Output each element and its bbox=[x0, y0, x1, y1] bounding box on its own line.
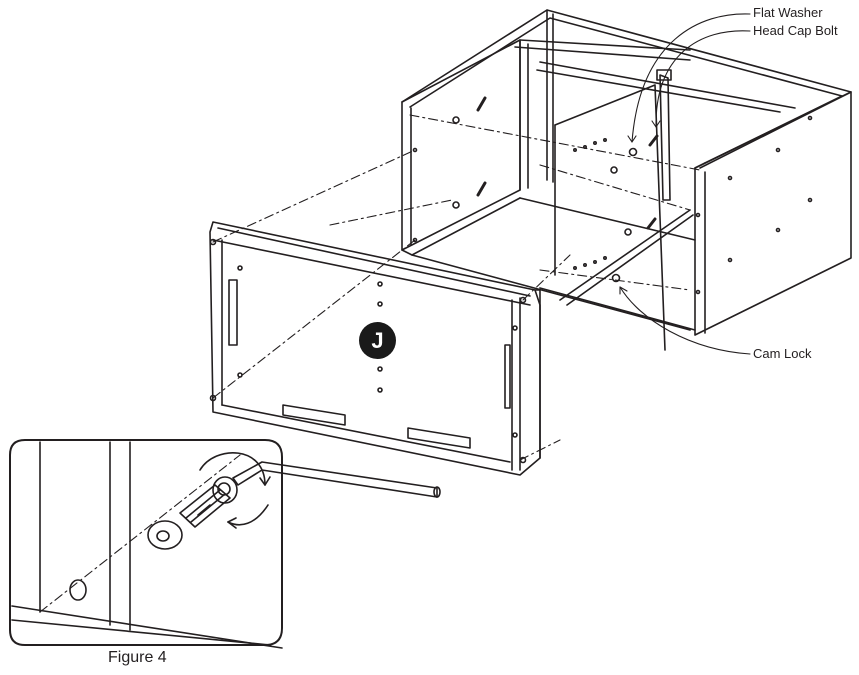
callout-flat-washer: Flat Washer bbox=[753, 5, 823, 20]
leader-flat-washer bbox=[631, 13, 751, 143]
figure-caption: Figure 4 bbox=[108, 649, 167, 666]
callout-cam-lock: Cam Lock bbox=[753, 346, 812, 361]
left-side-panel bbox=[401, 39, 521, 256]
leader-head-cap-bolt bbox=[655, 30, 751, 128]
figure-4-inset bbox=[9, 439, 441, 649]
callout-leaders bbox=[619, 13, 751, 355]
front-panel-j bbox=[209, 221, 541, 476]
callout-head-cap-bolt: Head Cap Bolt bbox=[753, 23, 838, 38]
cabinet-frame bbox=[401, 9, 852, 351]
hardware-group bbox=[572, 134, 659, 283]
leader-cam-lock bbox=[619, 286, 751, 355]
bottom-rails bbox=[411, 197, 696, 331]
panel-j-badge: J bbox=[359, 322, 396, 359]
right-side-panel bbox=[694, 91, 852, 336]
alignment-lines bbox=[212, 114, 701, 461]
